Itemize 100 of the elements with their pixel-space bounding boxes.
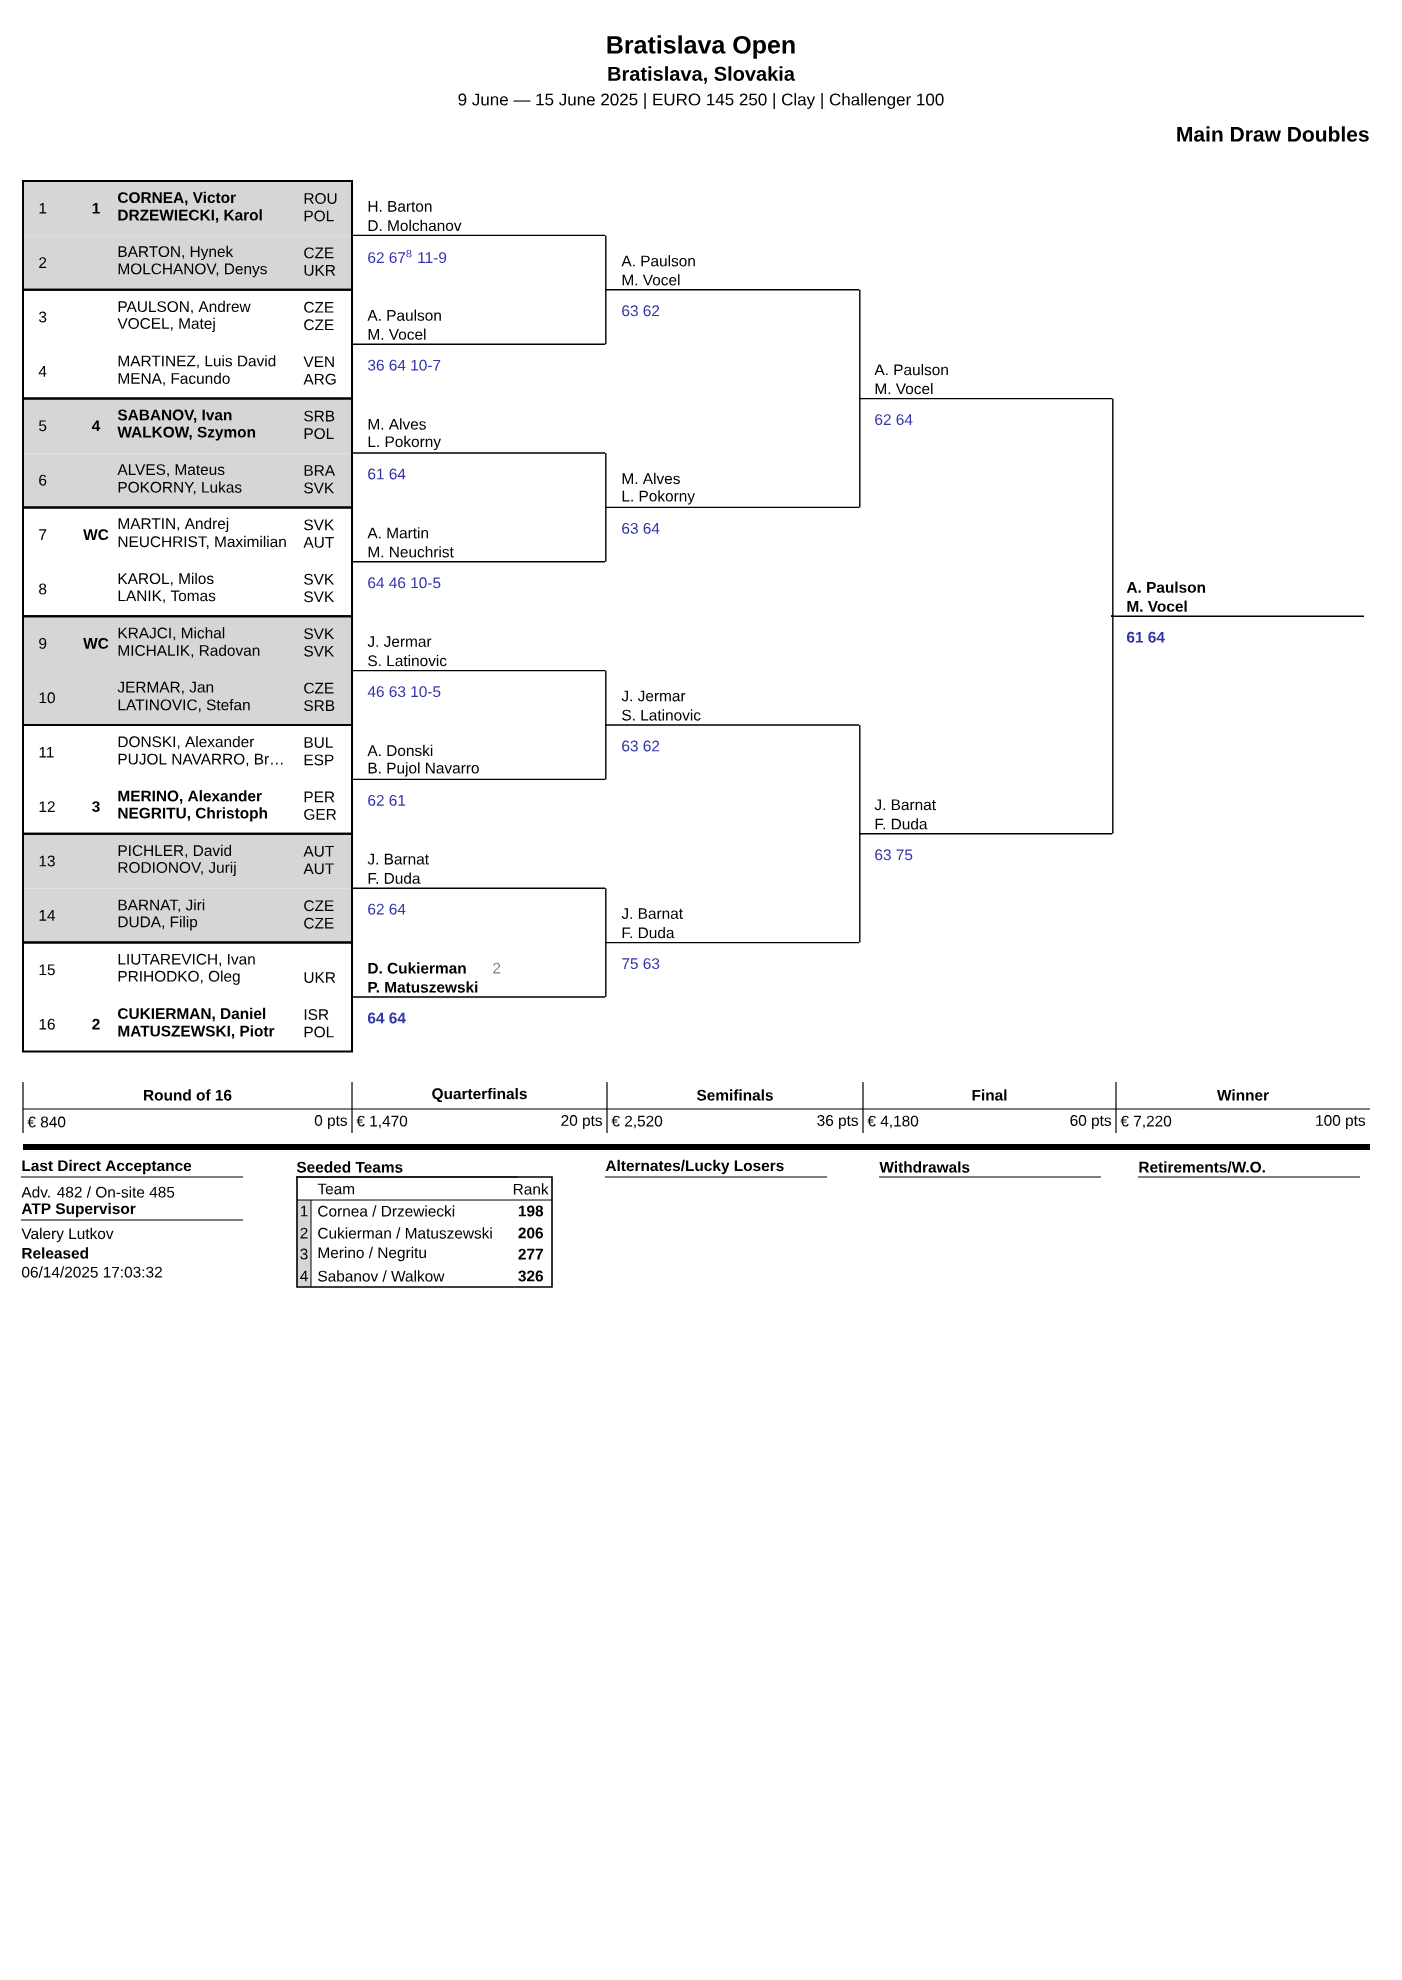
title: Bratislava Open bbox=[607, 35, 795, 59]
draw-row: 2 BARTON, Hynek MOLCHANOV, Denys CZE UKR bbox=[23, 235, 353, 291]
table-cell: 198 bbox=[518, 1205, 544, 1217]
prize-money: € 2,520 bbox=[611, 1115, 663, 1129]
node-label: UKR bbox=[304, 265, 336, 276]
bracket-slot: J. Jermar S. Latinovic bbox=[605, 690, 860, 726]
note-text: 06/14/2025 17:03:32 bbox=[22, 1266, 162, 1278]
event-details: 9 June — 15 June 2025 | EURO 145 250 | Clay | Challenger 100 bbox=[458, 93, 944, 109]
draw-row: 8 KAROL, Milos LANIK, Tomas SVK SVK bbox=[23, 562, 353, 617]
bracket-line bbox=[605, 941, 607, 998]
match-score: 62 67$^{8}$ 11-9 bbox=[368, 249, 447, 264]
node-label: CZE bbox=[304, 682, 334, 694]
bracket-line bbox=[605, 506, 607, 563]
draw-row: 6 ALVES, Mateus POKORNY, Lukas BRA SVK bbox=[23, 453, 353, 508]
node-label: SABANOV, Ivan bbox=[117, 409, 232, 423]
table-cell: 277 bbox=[518, 1248, 543, 1260]
ranking-points: 0 pts bbox=[314, 1115, 348, 1129]
node-label: CZE bbox=[304, 917, 334, 929]
node-label: BARNAT, Jiri bbox=[118, 899, 205, 913]
match-score: 61 64 bbox=[1127, 631, 1165, 643]
table-heading: Team bbox=[317, 1183, 355, 1195]
node-label: CORNEA, Victor bbox=[118, 191, 236, 206]
bracket-slot: M. Alves L. Pokorny bbox=[605, 472, 860, 509]
table-cell: 4 bbox=[300, 1270, 308, 1282]
node-label: SVK bbox=[304, 482, 335, 494]
column-heading: Winner bbox=[1217, 1089, 1269, 1101]
node-label: AUT bbox=[303, 845, 334, 857]
table-cell: 206 bbox=[518, 1227, 544, 1239]
node-label: CZE bbox=[304, 900, 334, 912]
match-score: 61 64 bbox=[368, 468, 406, 480]
node-label: SRB bbox=[304, 410, 335, 422]
match-score: 46 63 10-5 bbox=[367, 686, 441, 698]
table-cell: Cornea / Drzewiecki bbox=[318, 1205, 455, 1217]
prize-money: € 840 bbox=[27, 1116, 66, 1128]
section-heading: Last Direct Acceptance bbox=[22, 1159, 192, 1175]
node-label: 14 bbox=[39, 910, 56, 921]
bracket-line bbox=[605, 669, 607, 726]
node-label: SVK bbox=[304, 628, 335, 640]
match-score: 63 75 bbox=[875, 849, 913, 861]
node-label: PICHLER, David bbox=[118, 844, 232, 858]
bracket-slot: J. Jermar S. Latinovic bbox=[351, 636, 606, 672]
bracket-line bbox=[858, 289, 861, 400]
column-heading: Round of 16 bbox=[144, 1089, 232, 1101]
draw-row: 12 3 MERINO, Alexander NEGRITU, Christoph PER GER bbox=[23, 779, 353, 835]
table-cell: Sabanov / Walkow bbox=[318, 1270, 445, 1282]
section-heading: Seeded Teams bbox=[296, 1161, 403, 1173]
table-cell: 3 bbox=[300, 1248, 308, 1260]
draw-row: 3 PAULSON, Andrew VOCEL, Matej CZE CZE bbox=[23, 290, 353, 345]
node-label: RODIONOV, Jurij bbox=[118, 861, 236, 876]
draw-row: 13 PICHLER, David RODIONOV, Jurij AUT AUT bbox=[23, 834, 353, 889]
draw-row: 14 BARNAT, Jiri DUDA, Filip CZE CZE bbox=[23, 888, 353, 943]
node-label: BRA bbox=[304, 465, 336, 476]
ranking-points: 36 pts bbox=[817, 1115, 859, 1129]
node-label: MICHALIK, Radovan bbox=[118, 644, 260, 658]
table-cell: 326 bbox=[518, 1270, 544, 1282]
draw-row: 16 2 CUKIERMAN, Daniel MATUSZEWSKI, Piotr ISR POL bbox=[23, 997, 353, 1052]
node-label: ROU bbox=[304, 193, 337, 204]
node-label: CZE bbox=[304, 247, 334, 259]
bracket-slot: M. Alves L. Pokorny bbox=[351, 418, 606, 454]
node-label: LATINOVIC, Stefan bbox=[118, 699, 250, 713]
node-label: 1 bbox=[92, 202, 100, 214]
match-score: 36 64 10-7 bbox=[368, 359, 441, 371]
node-label: 10 bbox=[39, 692, 55, 704]
bracket-slot: A. Paulson M. Vocel bbox=[351, 309, 606, 345]
match-score: 62 61 bbox=[368, 794, 406, 806]
draw-row: 15 LIUTAREVICH, Ivan PRIHODKO, Oleg UKR bbox=[23, 943, 353, 998]
node-label: AUT bbox=[303, 863, 334, 875]
node-label: 2 bbox=[39, 257, 47, 268]
bracket-line bbox=[605, 724, 607, 781]
bracket-slot: A. Paulson M. Vocel bbox=[1110, 581, 1365, 617]
node-label: SVK bbox=[304, 645, 335, 657]
draw-row: 10 JERMAR, Jan LATINOVIC, Stefan CZE SRB bbox=[23, 671, 353, 726]
match-score: 63 64 bbox=[622, 522, 660, 534]
table-cell: Merino / Negritu bbox=[318, 1246, 426, 1262]
match-score: 75 63 bbox=[622, 958, 660, 970]
column-heading: Final bbox=[972, 1089, 1007, 1101]
node-label: POL bbox=[304, 428, 334, 440]
match-score: 62 64 bbox=[368, 903, 406, 915]
node-label: DRZEWIECKI, Karol bbox=[118, 209, 262, 223]
draw-row: 7 WC MARTIN, Andrej NEUCHRIST, Maximilian SVK AUT bbox=[23, 507, 353, 563]
match-score: 63 62 bbox=[622, 305, 660, 317]
table-cell: 2 bbox=[300, 1227, 308, 1239]
draw-row: 1 1 CORNEA, Victor DRZEWIECKI, Karol ROU POL bbox=[23, 181, 353, 236]
bracket-slot: H. Barton D. Molchanov bbox=[351, 201, 606, 237]
node-label: 4 bbox=[91, 420, 101, 432]
column-heading: Semifinals bbox=[696, 1089, 773, 1101]
bracket-slot: J. Barnat F. Duda bbox=[605, 908, 860, 944]
bracket-line bbox=[1110, 397, 1114, 617]
table-heading: Rank bbox=[513, 1183, 549, 1195]
node-label: MOLCHANOV, Denys bbox=[118, 263, 267, 278]
bracket-line bbox=[605, 452, 607, 509]
bracket-line bbox=[858, 724, 861, 835]
node-label: KRAJCI, Michal bbox=[118, 627, 225, 641]
bracket-slot: J. Barnat F. Duda bbox=[351, 853, 606, 889]
note-heading: Released bbox=[22, 1247, 88, 1259]
bracket-line bbox=[605, 887, 607, 944]
node-label: BARTON, Hynek bbox=[118, 245, 234, 261]
node-label: DUDA, Filip bbox=[118, 916, 198, 931]
bracket-slot: A. Donski B. Pujol Navarro bbox=[351, 744, 606, 781]
match-score: 63 62 bbox=[622, 740, 660, 752]
